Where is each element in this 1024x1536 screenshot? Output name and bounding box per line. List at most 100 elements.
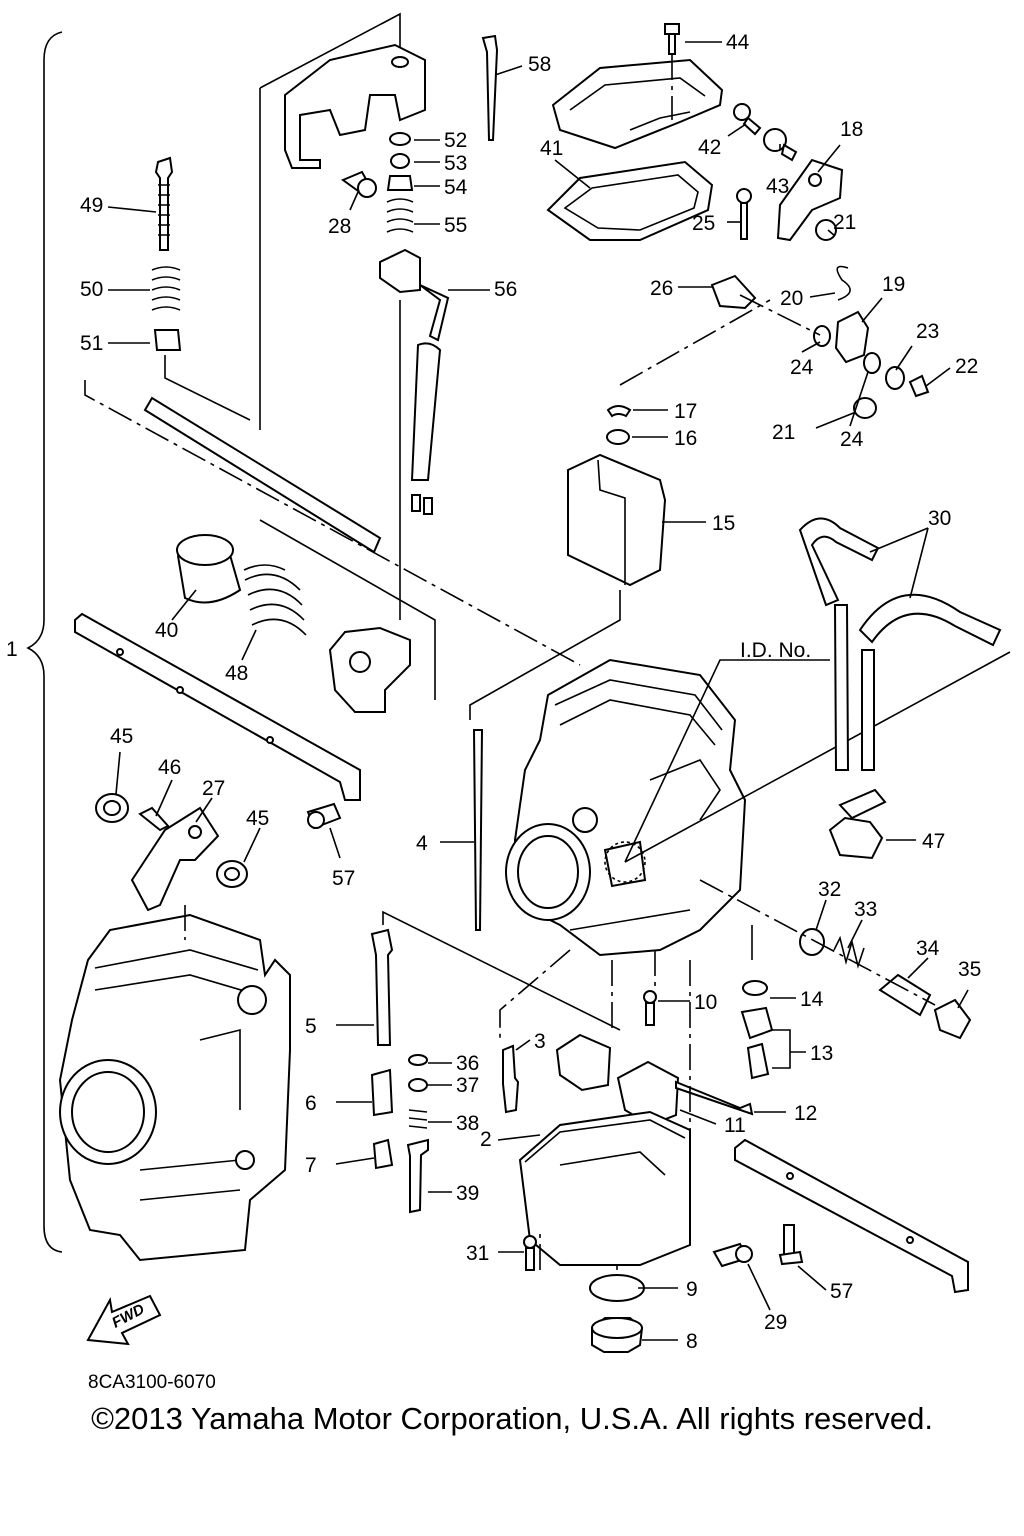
jet-5 — [370, 928, 394, 1046]
idle-screw-49 — [154, 156, 174, 251]
callout-41: 41 — [540, 137, 563, 160]
callout-9: 9 — [686, 1278, 698, 1301]
callout-37: 37 — [456, 1074, 479, 1097]
callout-leaders — [107, 41, 969, 1341]
callout-23: 23 — [916, 320, 939, 343]
callout-8: 8 — [686, 1330, 698, 1353]
screw-44 — [664, 23, 680, 120]
cap-40 — [176, 534, 242, 604]
callout-35: 35 — [958, 958, 981, 981]
washer-32 — [799, 928, 825, 956]
callout-1: 1 — [6, 638, 18, 661]
needle-4 — [469, 590, 621, 931]
callout-47: 47 — [922, 830, 945, 853]
callout-21-top: 21 — [833, 211, 856, 234]
callout-30: 30 — [928, 507, 951, 530]
jet-3 — [502, 1044, 520, 1114]
callout-33: 33 — [854, 898, 877, 921]
gasket-41 — [546, 160, 714, 241]
callout-6: 6 — [305, 1092, 317, 1115]
top-cover — [551, 58, 724, 150]
callout-53: 53 — [444, 152, 467, 175]
throttle-shaft — [143, 396, 382, 554]
callout-57-top: 57 — [332, 867, 355, 890]
callout-16: 16 — [674, 427, 697, 450]
callout-3: 3 — [534, 1030, 546, 1053]
spring-38 — [408, 1109, 428, 1129]
lever-18 — [776, 158, 844, 242]
callout-40: 40 — [155, 619, 178, 642]
callout-44: 44 — [726, 31, 750, 54]
screw-29 — [712, 1242, 753, 1268]
lever-27 — [130, 806, 220, 912]
clip-17 — [606, 405, 632, 418]
washer-16 — [606, 429, 630, 445]
callout-17: 17 — [674, 400, 697, 423]
callout-5: 5 — [305, 1015, 317, 1038]
washer-24-left — [813, 325, 831, 347]
callout-46: 46 — [158, 756, 181, 779]
nut-54 — [386, 175, 414, 191]
cap-35 — [933, 998, 972, 1040]
callout-31: 31 — [466, 1242, 489, 1265]
callout-13: 13 — [810, 1042, 833, 1065]
callout-20: 20 — [780, 287, 803, 310]
callout-22: 22 — [955, 355, 978, 378]
jet-7 — [372, 1138, 394, 1170]
washer-23 — [885, 366, 905, 390]
fwd-arrow-icon: FWD — [86, 1294, 162, 1346]
screw-42 — [733, 103, 762, 136]
screw-10 — [643, 990, 657, 1026]
screw-28 — [340, 170, 377, 198]
callout-49: 49 — [80, 194, 103, 217]
callout-43: 43 — [766, 175, 789, 198]
screw-39 — [406, 1138, 429, 1214]
collar-21-bottom — [853, 397, 877, 419]
bracket-plate — [74, 612, 361, 801]
throttle-valve-15 — [567, 453, 667, 587]
callout-34: 34 — [916, 937, 940, 960]
callout-18: 18 — [840, 118, 863, 141]
screw-57-bottom — [778, 1224, 804, 1266]
pin-12 — [675, 1080, 754, 1116]
callout-24-right: 24 — [840, 428, 864, 451]
callout-11: 11 — [724, 1114, 746, 1137]
screw-34 — [878, 973, 932, 1017]
o-ring-36 — [408, 1054, 428, 1066]
callout-50: 50 — [80, 278, 103, 301]
float-bowl-2 — [518, 1110, 691, 1266]
screw-25 — [736, 188, 752, 240]
washer-52 — [389, 132, 411, 146]
washer-37 — [408, 1078, 428, 1092]
stay-bar — [734, 1138, 969, 1294]
starter-body — [259, 519, 436, 713]
callout-19: 19 — [882, 273, 905, 296]
callout-26: 26 — [650, 277, 673, 300]
callout-58: 58 — [528, 53, 551, 76]
callout-21-bottom: 21 — [772, 421, 795, 444]
callout-48: 48 — [225, 662, 248, 685]
spring-20 — [836, 265, 851, 301]
callout-39: 39 — [456, 1182, 479, 1205]
callout-45-right: 45 — [246, 807, 269, 830]
bracket-19 — [834, 310, 870, 364]
callout-25: 25 — [692, 212, 715, 235]
callout-10: 10 — [694, 991, 717, 1014]
callout-14: 14 — [800, 988, 824, 1011]
callout-51: 51 — [80, 332, 103, 355]
callout-28: 28 — [328, 215, 351, 238]
callout-56: 56 — [494, 278, 517, 301]
float-11 — [555, 1033, 680, 1127]
callout-36: 36 — [456, 1052, 479, 1075]
callout-29: 29 — [764, 1311, 787, 1334]
hose-30 — [798, 517, 1002, 771]
callout-32: 32 — [818, 878, 841, 901]
cable-tie-58 — [481, 34, 499, 141]
bracket-26 — [710, 274, 757, 310]
part-code: 8CA3100-6070 — [88, 1372, 216, 1393]
callout-45-left: 45 — [110, 725, 133, 748]
assembly-brace — [26, 31, 63, 1253]
spring-48 — [243, 564, 307, 636]
callout-labels: 1 2 3 4 5 6 7 8 9 10 11 12 13 14 15 16 1… — [6, 31, 981, 1393]
